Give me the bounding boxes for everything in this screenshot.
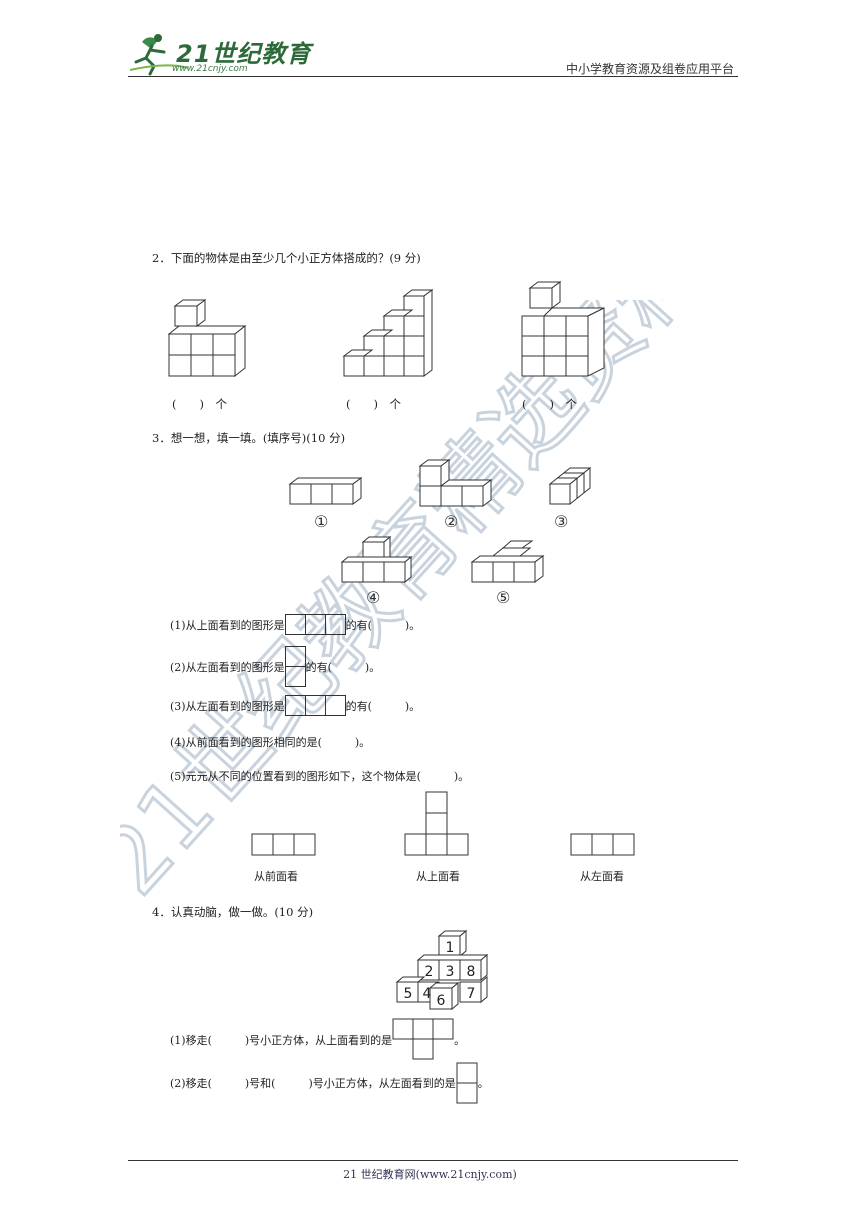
q3-sub1-shape [284, 614, 346, 635]
q4-sub1-suffix: 。 [454, 1034, 466, 1047]
q3-label-1: ① [314, 512, 329, 531]
view-left-shape [570, 833, 635, 856]
q2-answer-3: ( ) 个 [522, 397, 577, 411]
q2-figure-3 [521, 281, 605, 377]
logo-url: www.21cnjy.com [172, 64, 248, 74]
cube-number-8: 8 [467, 964, 476, 980]
q4-sub1: (1)移走( )号小正方体，从上面看到的是 。 [170, 1018, 465, 1060]
view-top-caption: 从上面看 [416, 870, 460, 883]
cube-number-1: 1 [446, 940, 455, 956]
footer-divider [128, 1160, 738, 1161]
q3-label-4: ④ [366, 588, 381, 607]
q3-sub5: (5)元元从不同的位置看到的图形如下，这个物体是( )。 [170, 770, 470, 783]
q3-sub2-shape [284, 646, 306, 687]
cube-number-4: 4 [423, 986, 432, 1002]
q3-figure-2 [418, 459, 493, 507]
q4-sub1-shape [392, 1018, 454, 1060]
q4-sub1-text: (1)移走( )号小正方体，从上面看到的是 [170, 1034, 393, 1047]
q3-sub3: (3)从左面看到的图形是 的有( )。 [170, 695, 420, 716]
view-front-caption: 从前面看 [254, 870, 298, 883]
q3-sub1: (1)从上面看到的图形是 的有( )。 [170, 614, 420, 635]
q3-figure-3 [548, 466, 592, 506]
q3-label-3: ③ [554, 512, 569, 531]
q4-cube-figure: 1 2 3 8 5 4 6 7 [396, 930, 489, 1011]
q3-sub1-suffix: 的有( )。 [345, 618, 421, 632]
q3-figure-1 [288, 477, 363, 505]
view-left-caption: 从左面看 [580, 870, 624, 883]
cube-number-3: 3 [446, 964, 455, 980]
cube-number-2: 2 [425, 964, 434, 980]
q3-sub2: (2)从左面看到的图形是 的有( )。 [170, 646, 380, 687]
q4-sub2: (2)移走( )号和( )号小正方体，从左面看到的是 。 [170, 1062, 489, 1104]
q2-answer-2: ( ) 个 [346, 397, 401, 411]
q3-label-2: ② [444, 512, 459, 531]
q2-figure-1 [167, 299, 247, 378]
q2-title: 2．下面的物体是由至少几个小正方体搭成的？(9 分) [152, 251, 421, 265]
q4-sub2-text: (2)移走( )号和( )号小正方体，从左面看到的是 [170, 1077, 456, 1090]
q3-figure-4 [340, 535, 413, 584]
q3-sub4: (4)从前面看到的图形相同的是( )。 [170, 736, 371, 749]
q3-sub3-text: (3)从左面看到的图形是 [170, 699, 285, 713]
q3-sub3-shape [284, 695, 346, 716]
view-top-shape [404, 791, 469, 856]
header-platform-text: 中小学教育资源及组卷应用平台 [565, 62, 734, 76]
footer-text: 21 世纪教育网(www.21cnjy.com) [343, 1168, 517, 1181]
q4-sub2-shape [456, 1062, 478, 1104]
q4-sub2-suffix: 。 [477, 1077, 489, 1090]
q3-figure-5 [470, 540, 545, 583]
cube-number-5: 5 [404, 986, 413, 1002]
cube-number-6: 6 [437, 993, 446, 1009]
cube-number-7: 7 [467, 986, 476, 1002]
q3-sub1-text: (1)从上面看到的图形是 [170, 618, 285, 632]
q3-sub3-suffix: 的有( )。 [345, 699, 421, 713]
q2-figure-2 [342, 289, 434, 377]
logo-text: 21世纪教育 [176, 40, 312, 68]
q2-answer-1: ( ) 个 [172, 397, 227, 411]
q4-title: 4．认真动脑，做一做。(10 分) [152, 905, 314, 919]
q3-sub2-suffix: 的有( )。 [305, 660, 381, 674]
q3-sub2-text: (2)从左面看到的图形是 [170, 660, 285, 674]
logo-runner-icon [129, 34, 189, 76]
q3-title: 3．想一想，填一填。(填序号)(10 分) [152, 431, 346, 445]
header-divider [128, 76, 738, 77]
q3-label-5: ⑤ [496, 588, 511, 607]
view-front-shape [251, 833, 316, 856]
